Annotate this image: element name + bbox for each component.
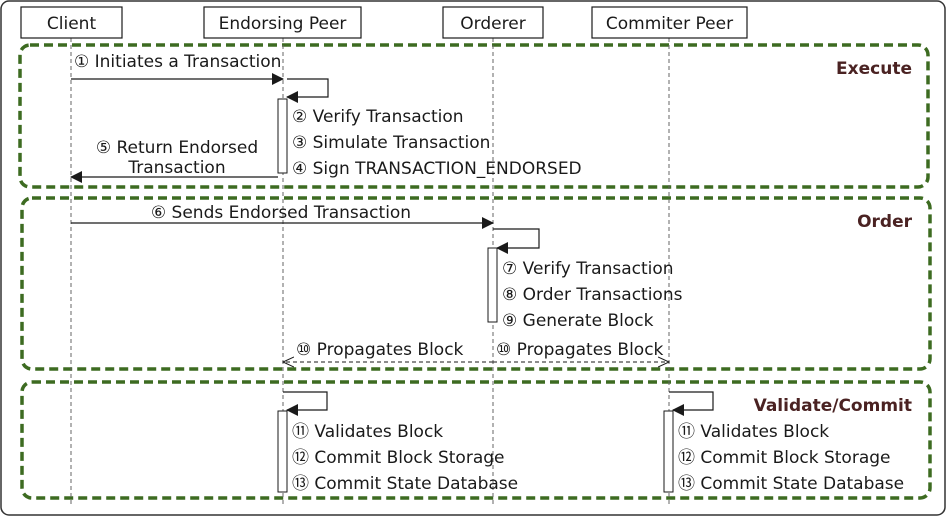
message-simulate-transaction: ③ Simulate Transaction bbox=[292, 133, 490, 153]
activation-committer-peer-commit bbox=[663, 410, 674, 493]
message-generate-block: ⑨ Generate Block bbox=[502, 311, 654, 331]
phase-box-validate-commit bbox=[20, 380, 932, 500]
self-arrow-committer-peer-commit bbox=[669, 391, 714, 416]
phase-title-order: Order bbox=[857, 212, 913, 232]
phase-box-execute bbox=[18, 43, 930, 189]
message-committer-commit-block-storage: ⑫ Commit Block Storage bbox=[678, 448, 890, 468]
phase-title-validate-commit: Validate/Commit bbox=[754, 396, 912, 416]
activation-orderer bbox=[487, 247, 498, 323]
message-peer-commit-block-storage: ⑫ Commit Block Storage bbox=[292, 448, 504, 468]
phase-title-execute: Execute bbox=[836, 59, 912, 79]
participant-box-committer-peer bbox=[591, 6, 748, 39]
message-propagates-block-right: ⑩ Propagates Block bbox=[496, 340, 664, 360]
participant-box-client bbox=[20, 6, 123, 39]
message-initiates-transaction: ① Initiates a Transaction bbox=[74, 52, 281, 72]
participant-committer-peer: Commiter Peer bbox=[606, 14, 733, 34]
message-committer-commit-state-db: ⑬ Commit State Database bbox=[678, 474, 904, 494]
participant-box-endorsing-peer bbox=[203, 6, 362, 39]
activation-endorsing-peer-execute bbox=[277, 98, 288, 174]
message-sign-transaction: ④ Sign TRANSACTION_ENDORSED bbox=[292, 159, 582, 179]
participant-client: Client bbox=[47, 14, 97, 34]
activation-endorsing-peer-commit bbox=[277, 410, 288, 493]
message-return-endorsed-line1: ⑤ Return Endorsed bbox=[96, 138, 258, 158]
message-verify-transaction: ② Verify Transaction bbox=[292, 107, 464, 127]
message-order-transactions: ⑧ Order Transactions bbox=[502, 285, 683, 305]
message-return-endorsed-line2: Transaction bbox=[127, 158, 225, 178]
message-peer-commit-state-db: ⑬ Commit State Database bbox=[292, 474, 518, 494]
participant-endorsing-peer: Endorsing Peer bbox=[219, 14, 347, 34]
self-arrow-endorsing-peer-commit bbox=[283, 391, 328, 416]
message-orderer-verify: ⑦ Verify Transaction bbox=[502, 259, 674, 279]
self-arrow-orderer bbox=[493, 228, 540, 254]
message-peer-validates-block: ⑪ Validates Block bbox=[292, 422, 443, 442]
message-sends-endorsed-transaction: ⑥ Sends Endorsed Transaction bbox=[151, 203, 411, 223]
message-committer-validates-block: ⑪ Validates Block bbox=[678, 422, 829, 442]
self-arrow-endorsing-peer bbox=[286, 78, 329, 103]
message-propagates-block-left: ⑩ Propagates Block bbox=[296, 340, 464, 360]
participant-box-orderer bbox=[442, 6, 544, 39]
participant-orderer: Orderer bbox=[460, 14, 525, 34]
phase-box-order bbox=[20, 196, 932, 371]
